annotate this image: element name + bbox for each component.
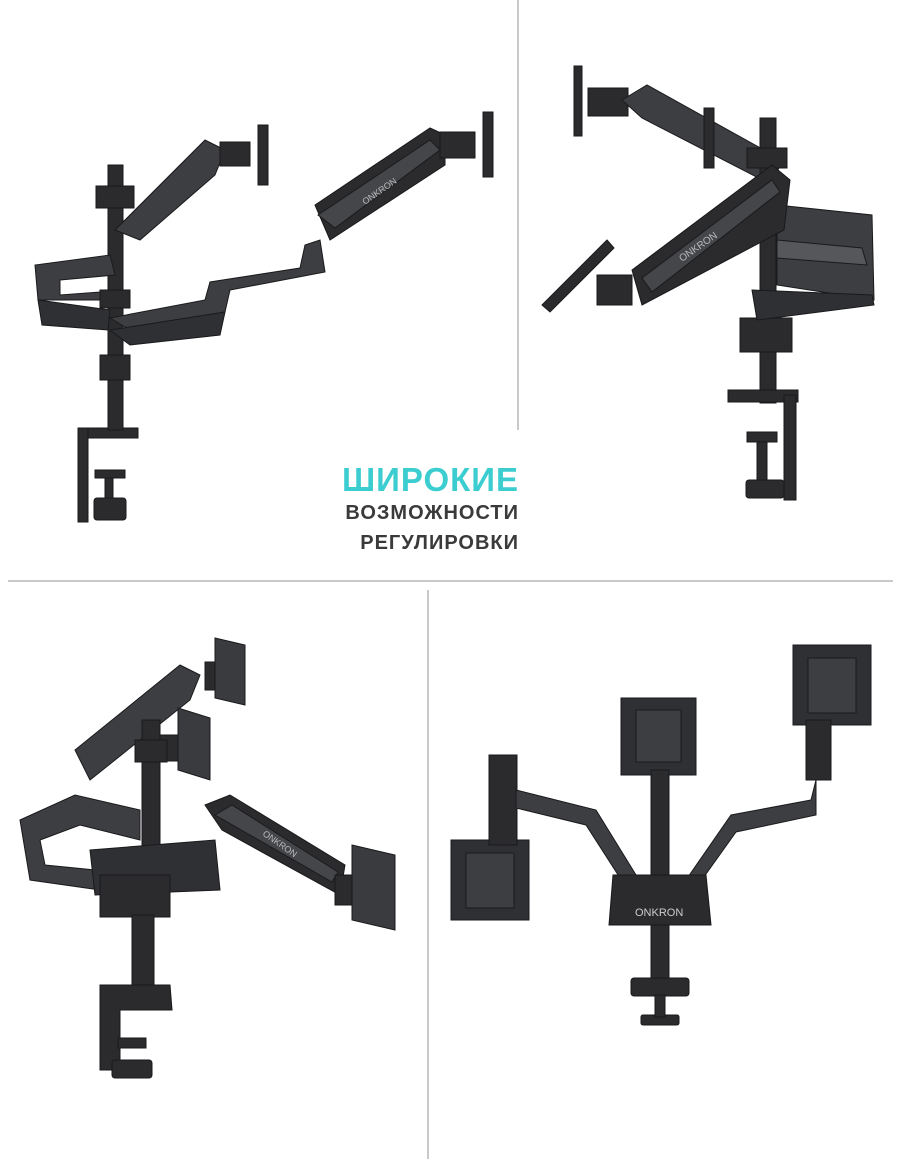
- product-image-rear-angle-view: ONKRON: [522, 0, 899, 560]
- divider-vertical-bottom: [427, 590, 429, 1159]
- divider-vertical-top: [517, 0, 519, 430]
- headline-line-1: ШИРОКИЕ: [342, 461, 519, 498]
- divider-horizontal: [8, 580, 893, 582]
- triple-monitor-arm-front-view-icon: ONKRON: [450, 644, 872, 1026]
- brand-label-4: ONKRON: [635, 907, 683, 919]
- triple-monitor-arm-side-view-icon: ONKRON: [34, 111, 494, 523]
- headline: ШИРОКИЕ ВОЗМОЖНОСТИ РЕГУЛИРОВКИ: [342, 462, 519, 558]
- triple-monitor-arm-extended-view-icon: ONKRON: [19, 637, 396, 1079]
- product-image-front-view: ONKRON: [431, 590, 899, 1159]
- product-image-extended-view: ONKRON: [0, 590, 425, 1159]
- product-image-side-view: ONKRON: [0, 0, 515, 540]
- headline-line-2: ВОЗМОЖНОСТИ: [345, 502, 519, 524]
- triple-monitor-arm-rear-angle-view-icon: ONKRON: [541, 65, 875, 501]
- headline-line-3: РЕГУЛИРОВКИ: [360, 532, 519, 554]
